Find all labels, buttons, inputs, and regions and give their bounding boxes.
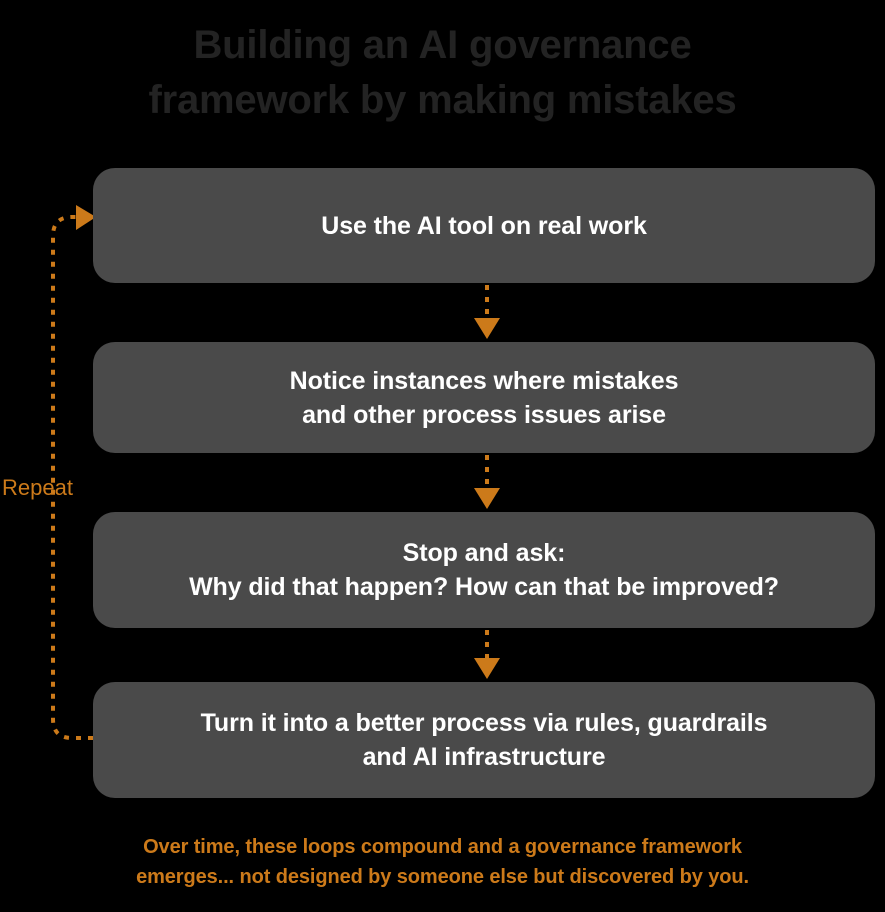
- flow-step-4-label: Turn it into a better process via rules,…: [200, 709, 768, 771]
- repeat-loop-label: Repeat: [2, 475, 73, 500]
- flow-step-4[interactable]: Turn it into a better process via rules,…: [93, 682, 875, 798]
- footer-caption: Over time, these loops compound and a go…: [136, 836, 749, 888]
- flow-step-3[interactable]: Stop and ask: Why did that happen? How c…: [93, 512, 875, 628]
- page-title: Building an AI governance framework by m…: [148, 23, 737, 122]
- connector-step2-step3: [474, 455, 500, 509]
- flow-step-2[interactable]: Notice instances where mistakes and othe…: [93, 342, 875, 453]
- connector-step3-step4: [474, 630, 500, 679]
- flow-step-1[interactable]: Use the AI tool on real work: [93, 168, 875, 283]
- flow-step-3-label: Stop and ask: Why did that happen? How c…: [189, 539, 779, 601]
- connector-step1-step2: [474, 285, 500, 339]
- flow-step-2-label: Notice instances where mistakes and othe…: [289, 366, 679, 429]
- flow-step-1-label: Use the AI tool on real work: [321, 211, 647, 240]
- connector-loop-back: [51, 205, 96, 740]
